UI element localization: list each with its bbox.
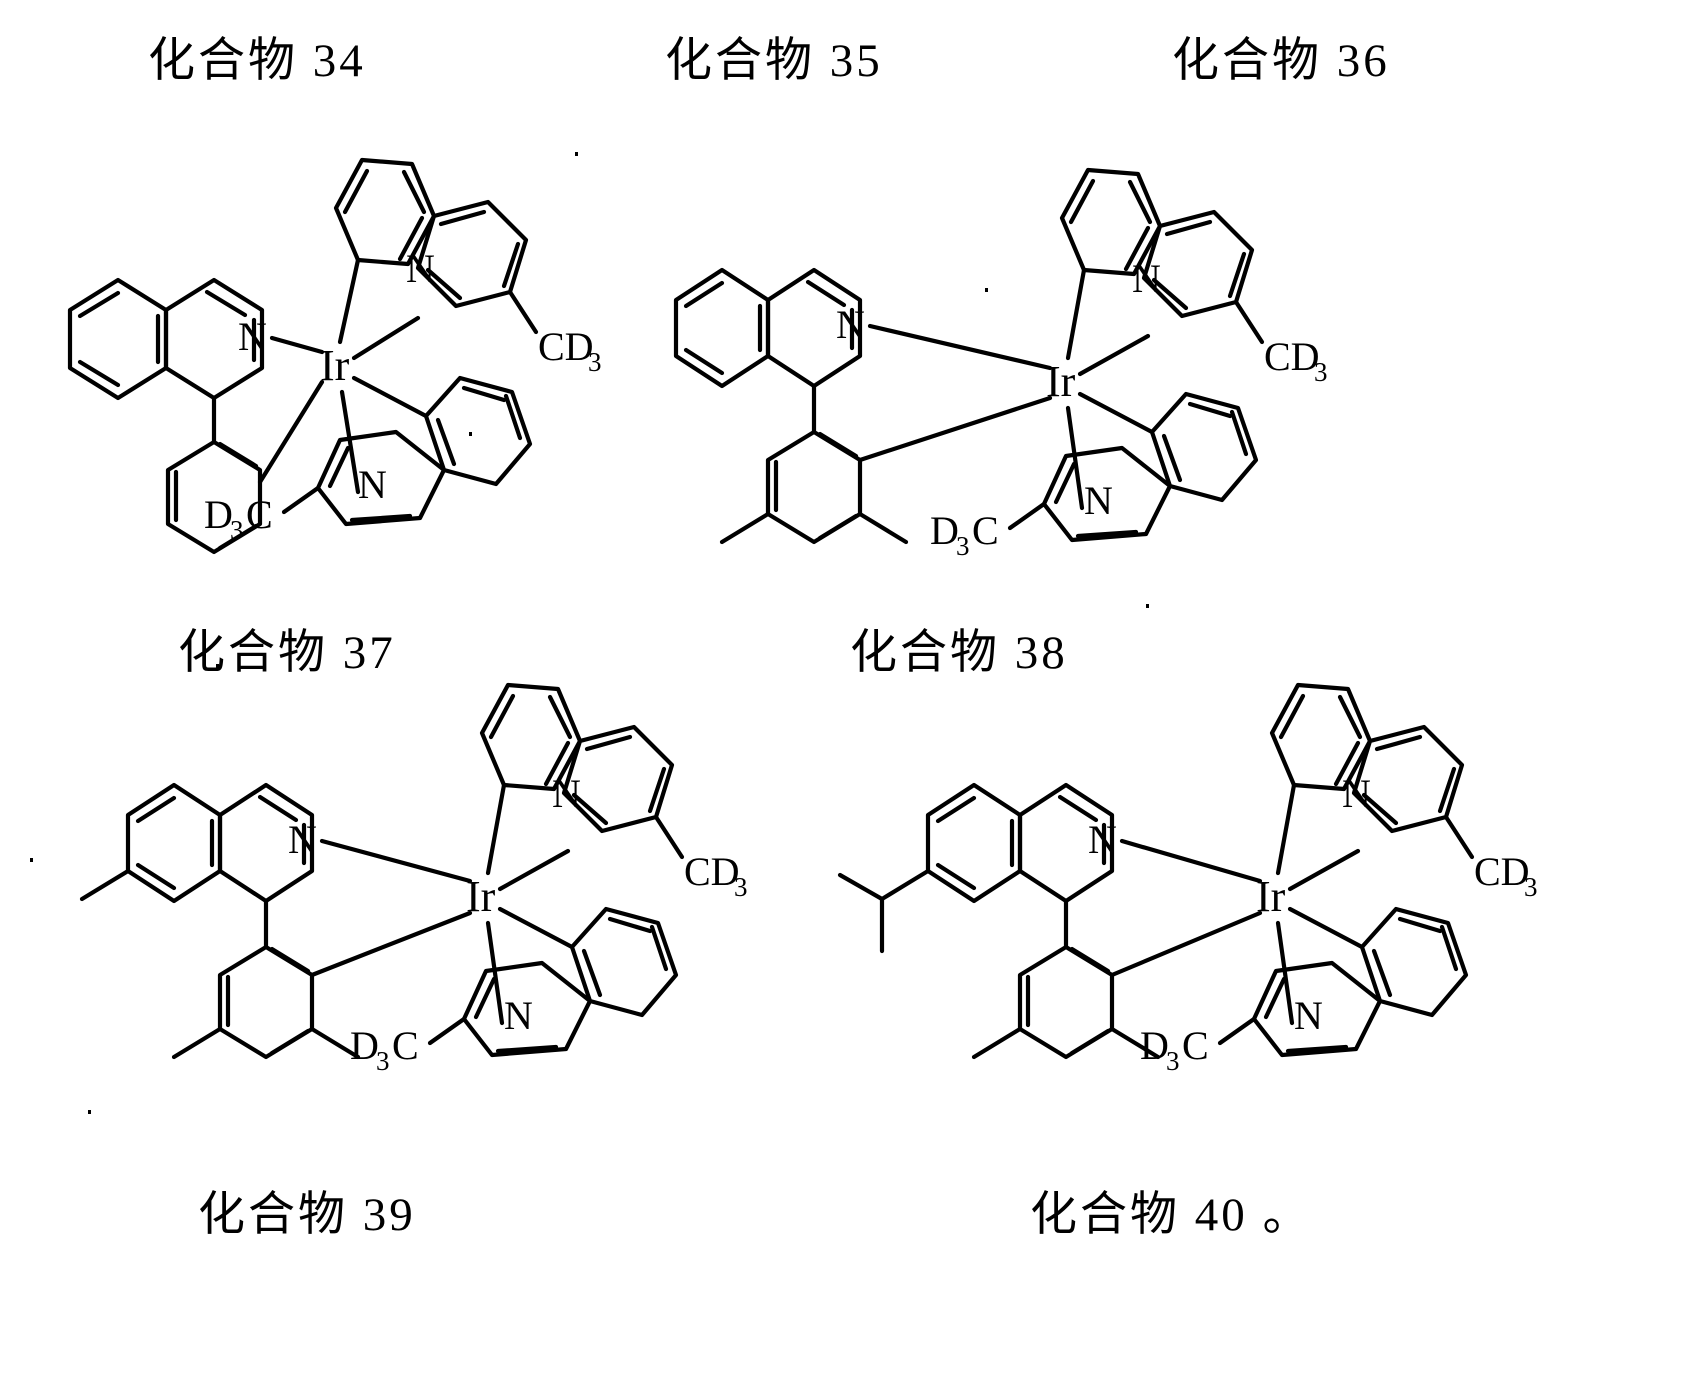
atom-label-cd3-upper: CD 3	[1474, 849, 1538, 902]
atom-label-d3c-lower: D 3 C	[930, 508, 999, 561]
atom-label-n-pyridine-lower: N	[358, 462, 387, 507]
structure-compound-38-40: N Ir N CD 3	[830, 682, 1538, 1175]
svg-text:CD: CD	[1264, 334, 1320, 379]
molecule-skeleton-35	[673, 267, 909, 545]
compound-label-39: 化合物 39	[198, 1189, 416, 1241]
atom-label-n-pyridine-lower: N	[504, 993, 533, 1038]
svg-text:3: 3	[1524, 872, 1538, 902]
scan-speck	[216, 664, 219, 668]
atom-label-n-isoquinoline: N	[1088, 817, 1117, 862]
compound-label-34: 化合物 34	[148, 35, 366, 87]
scan-speck	[575, 152, 578, 156]
atom-label-n-isoquinoline: N	[238, 314, 267, 359]
atom-label-ir-center: Ir	[1046, 357, 1076, 406]
svg-text:D: D	[204, 492, 233, 537]
atom-label-d3c-lower: D 3 C	[350, 1023, 419, 1076]
svg-text:3: 3	[588, 347, 602, 377]
atom-label-n-pyridine-lower: N	[1294, 993, 1323, 1038]
svg-text:3: 3	[956, 531, 970, 561]
scan-speck	[469, 432, 472, 436]
svg-text:CD: CD	[538, 324, 594, 369]
structure-compound-37-39: N Ir N CD 3	[50, 682, 748, 1175]
compound-label-36: 化合物 36	[1172, 35, 1390, 87]
scan-speck	[985, 288, 988, 292]
atom-label-ir-center: Ir	[320, 341, 350, 390]
svg-text:C: C	[246, 492, 273, 537]
scan-speck	[30, 858, 33, 862]
atom-label-n-isoquinoline: N	[288, 817, 317, 862]
atom-label-n-pyridine-upper: N	[552, 771, 581, 816]
structure-compound-34-37: N Ir	[40, 120, 640, 590]
scan-speck	[88, 1110, 91, 1114]
svg-text:3: 3	[230, 515, 244, 545]
svg-text:D: D	[930, 508, 959, 553]
svg-text:3: 3	[734, 872, 748, 902]
atom-label-d3c-lower: D 3 C	[204, 492, 273, 545]
svg-text:C: C	[392, 1023, 419, 1068]
atom-label-cd3-upper: CD 3	[684, 849, 748, 902]
atom-label-d3c-lower: D 3 C	[1140, 1023, 1209, 1076]
atom-label-ir-center: Ir	[466, 872, 496, 921]
atom-label-n-pyridine-upper: N	[1342, 771, 1371, 816]
compound-label-40: 化合物 40 。	[1030, 1189, 1313, 1241]
svg-text:C: C	[972, 508, 999, 553]
scan-speck	[1146, 604, 1149, 608]
svg-text:3: 3	[1314, 357, 1328, 387]
compound-label-38: 化合物 38	[850, 627, 1068, 679]
atom-label-n-isoquinoline: N	[836, 302, 865, 347]
atom-label-cd3-upper: CD 3	[538, 324, 602, 377]
atom-label-cd3-upper: CD 3	[1264, 334, 1328, 387]
svg-text:CD: CD	[1474, 849, 1530, 894]
atom-label-n-pyridine-upper: N	[1132, 256, 1161, 301]
molecule-skeleton-34	[67, 277, 265, 555]
structure-compound-35-38: N Ir	[660, 120, 1328, 610]
compound-label-37: 化合物 37	[178, 627, 396, 679]
svg-text:3: 3	[1166, 1046, 1180, 1076]
atom-label-n-pyridine-lower: N	[1084, 478, 1113, 523]
svg-text:CD: CD	[684, 849, 740, 894]
atom-label-ir-center: Ir	[1256, 872, 1286, 921]
compound-label-35: 化合物 35	[665, 35, 883, 87]
atom-label-n-pyridine-upper: N	[406, 246, 435, 291]
svg-text:C: C	[1182, 1023, 1209, 1068]
svg-text:D: D	[350, 1023, 379, 1068]
svg-text:3: 3	[376, 1046, 390, 1076]
svg-text:D: D	[1140, 1023, 1169, 1068]
